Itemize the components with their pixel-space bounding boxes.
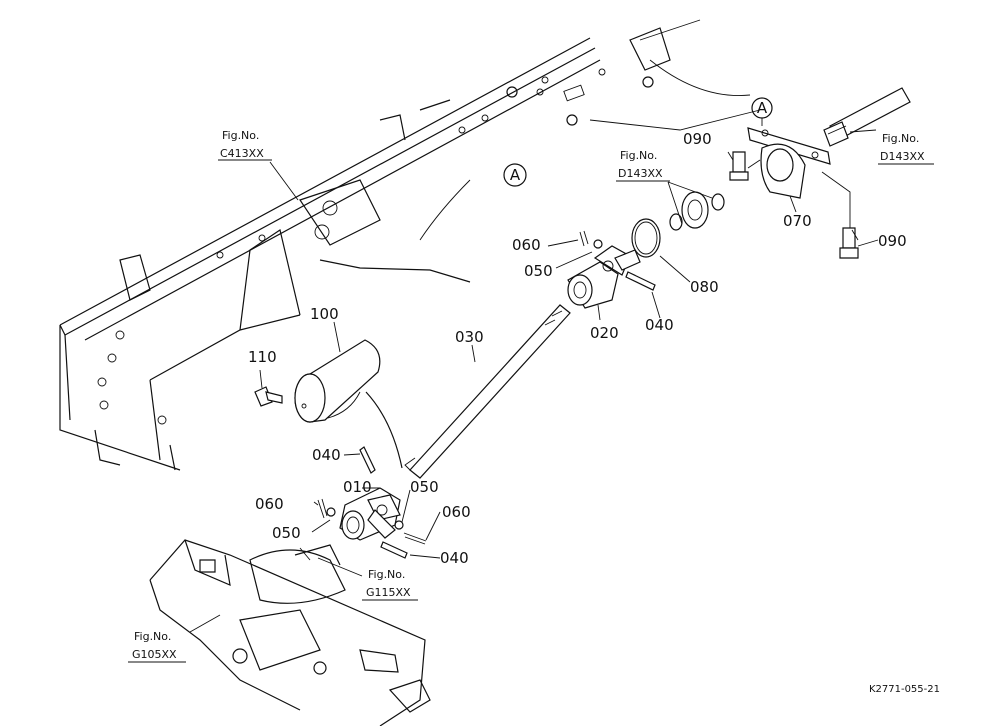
label-010: 010 [343, 478, 372, 496]
svg-text:Fig.No.: Fig.No. [882, 132, 919, 145]
ref-d143-right: Fig.No. D143XX [878, 132, 934, 165]
label-020: 020 [590, 324, 619, 342]
label-100: 100 [310, 305, 339, 323]
drive-shaft-030 [404, 304, 571, 479]
bearing-hanger-070: A [747, 97, 831, 199]
svg-text:Fig.No.: Fig.No. [620, 149, 657, 162]
figure-references: Fig.No. C413XX Fig.No. D143XX Fig.No. D1… [128, 129, 934, 663]
snap-ring-080 [631, 218, 661, 258]
front-drive-shaft [823, 87, 911, 147]
label-050-upper: 050 [524, 262, 553, 280]
svg-text:D143XX: D143XX [618, 167, 663, 180]
svg-text:Fig.No.: Fig.No. [222, 129, 259, 142]
label-040-bottom: 040 [440, 549, 469, 567]
view-marker-frame: A [503, 163, 527, 187]
rear-axle-housing [149, 539, 431, 726]
view-marker-label: A [510, 166, 521, 184]
shaft-cover-100 [294, 339, 403, 469]
svg-text:G115XX: G115XX [366, 586, 411, 599]
svg-text:Fig.No.: Fig.No. [368, 568, 405, 581]
upper-pins [579, 230, 656, 291]
ref-g105: Fig.No. G105XX [128, 630, 186, 663]
svg-text:C413XX: C413XX [220, 147, 264, 160]
svg-text:Fig.No.: Fig.No. [134, 630, 171, 643]
label-060-right: 060 [442, 503, 471, 521]
universal-joint-010 [339, 487, 401, 541]
view-marker-label-hanger: A [757, 99, 768, 117]
label-040-top: 040 [312, 446, 341, 464]
label-070: 070 [783, 212, 812, 230]
bolt-110 [254, 386, 283, 407]
ref-g115: Fig.No. G115XX [362, 568, 418, 601]
label-080: 080 [690, 278, 719, 296]
leader-lines [189, 129, 879, 633]
svg-text:D143XX: D143XX [880, 150, 925, 163]
ref-d143-center: Fig.No. D143XX [616, 149, 670, 182]
label-060-upper: 060 [512, 236, 541, 254]
universal-joint-020 [567, 245, 641, 309]
drawing-code: K2771-055-21 [869, 684, 940, 695]
label-030: 030 [455, 328, 484, 346]
label-040-upper: 040 [645, 316, 674, 334]
label-090-lower: 090 [878, 232, 907, 250]
label-090-upper: 090 [683, 130, 712, 148]
label-060-left: 060 [255, 495, 284, 513]
ref-c413: Fig.No. C413XX [218, 129, 272, 161]
lower-pins [317, 446, 427, 559]
label-050-left: 050 [272, 524, 301, 542]
tractor-frame [59, 19, 761, 471]
part-labels: 100 110 030 040 010 060 050 050 060 040 … [248, 130, 907, 567]
label-110: 110 [248, 348, 277, 366]
frame-holes [97, 68, 606, 425]
svg-text:G105XX: G105XX [132, 648, 177, 661]
bolts-090 [729, 151, 859, 259]
label-050-right: 050 [410, 478, 439, 496]
